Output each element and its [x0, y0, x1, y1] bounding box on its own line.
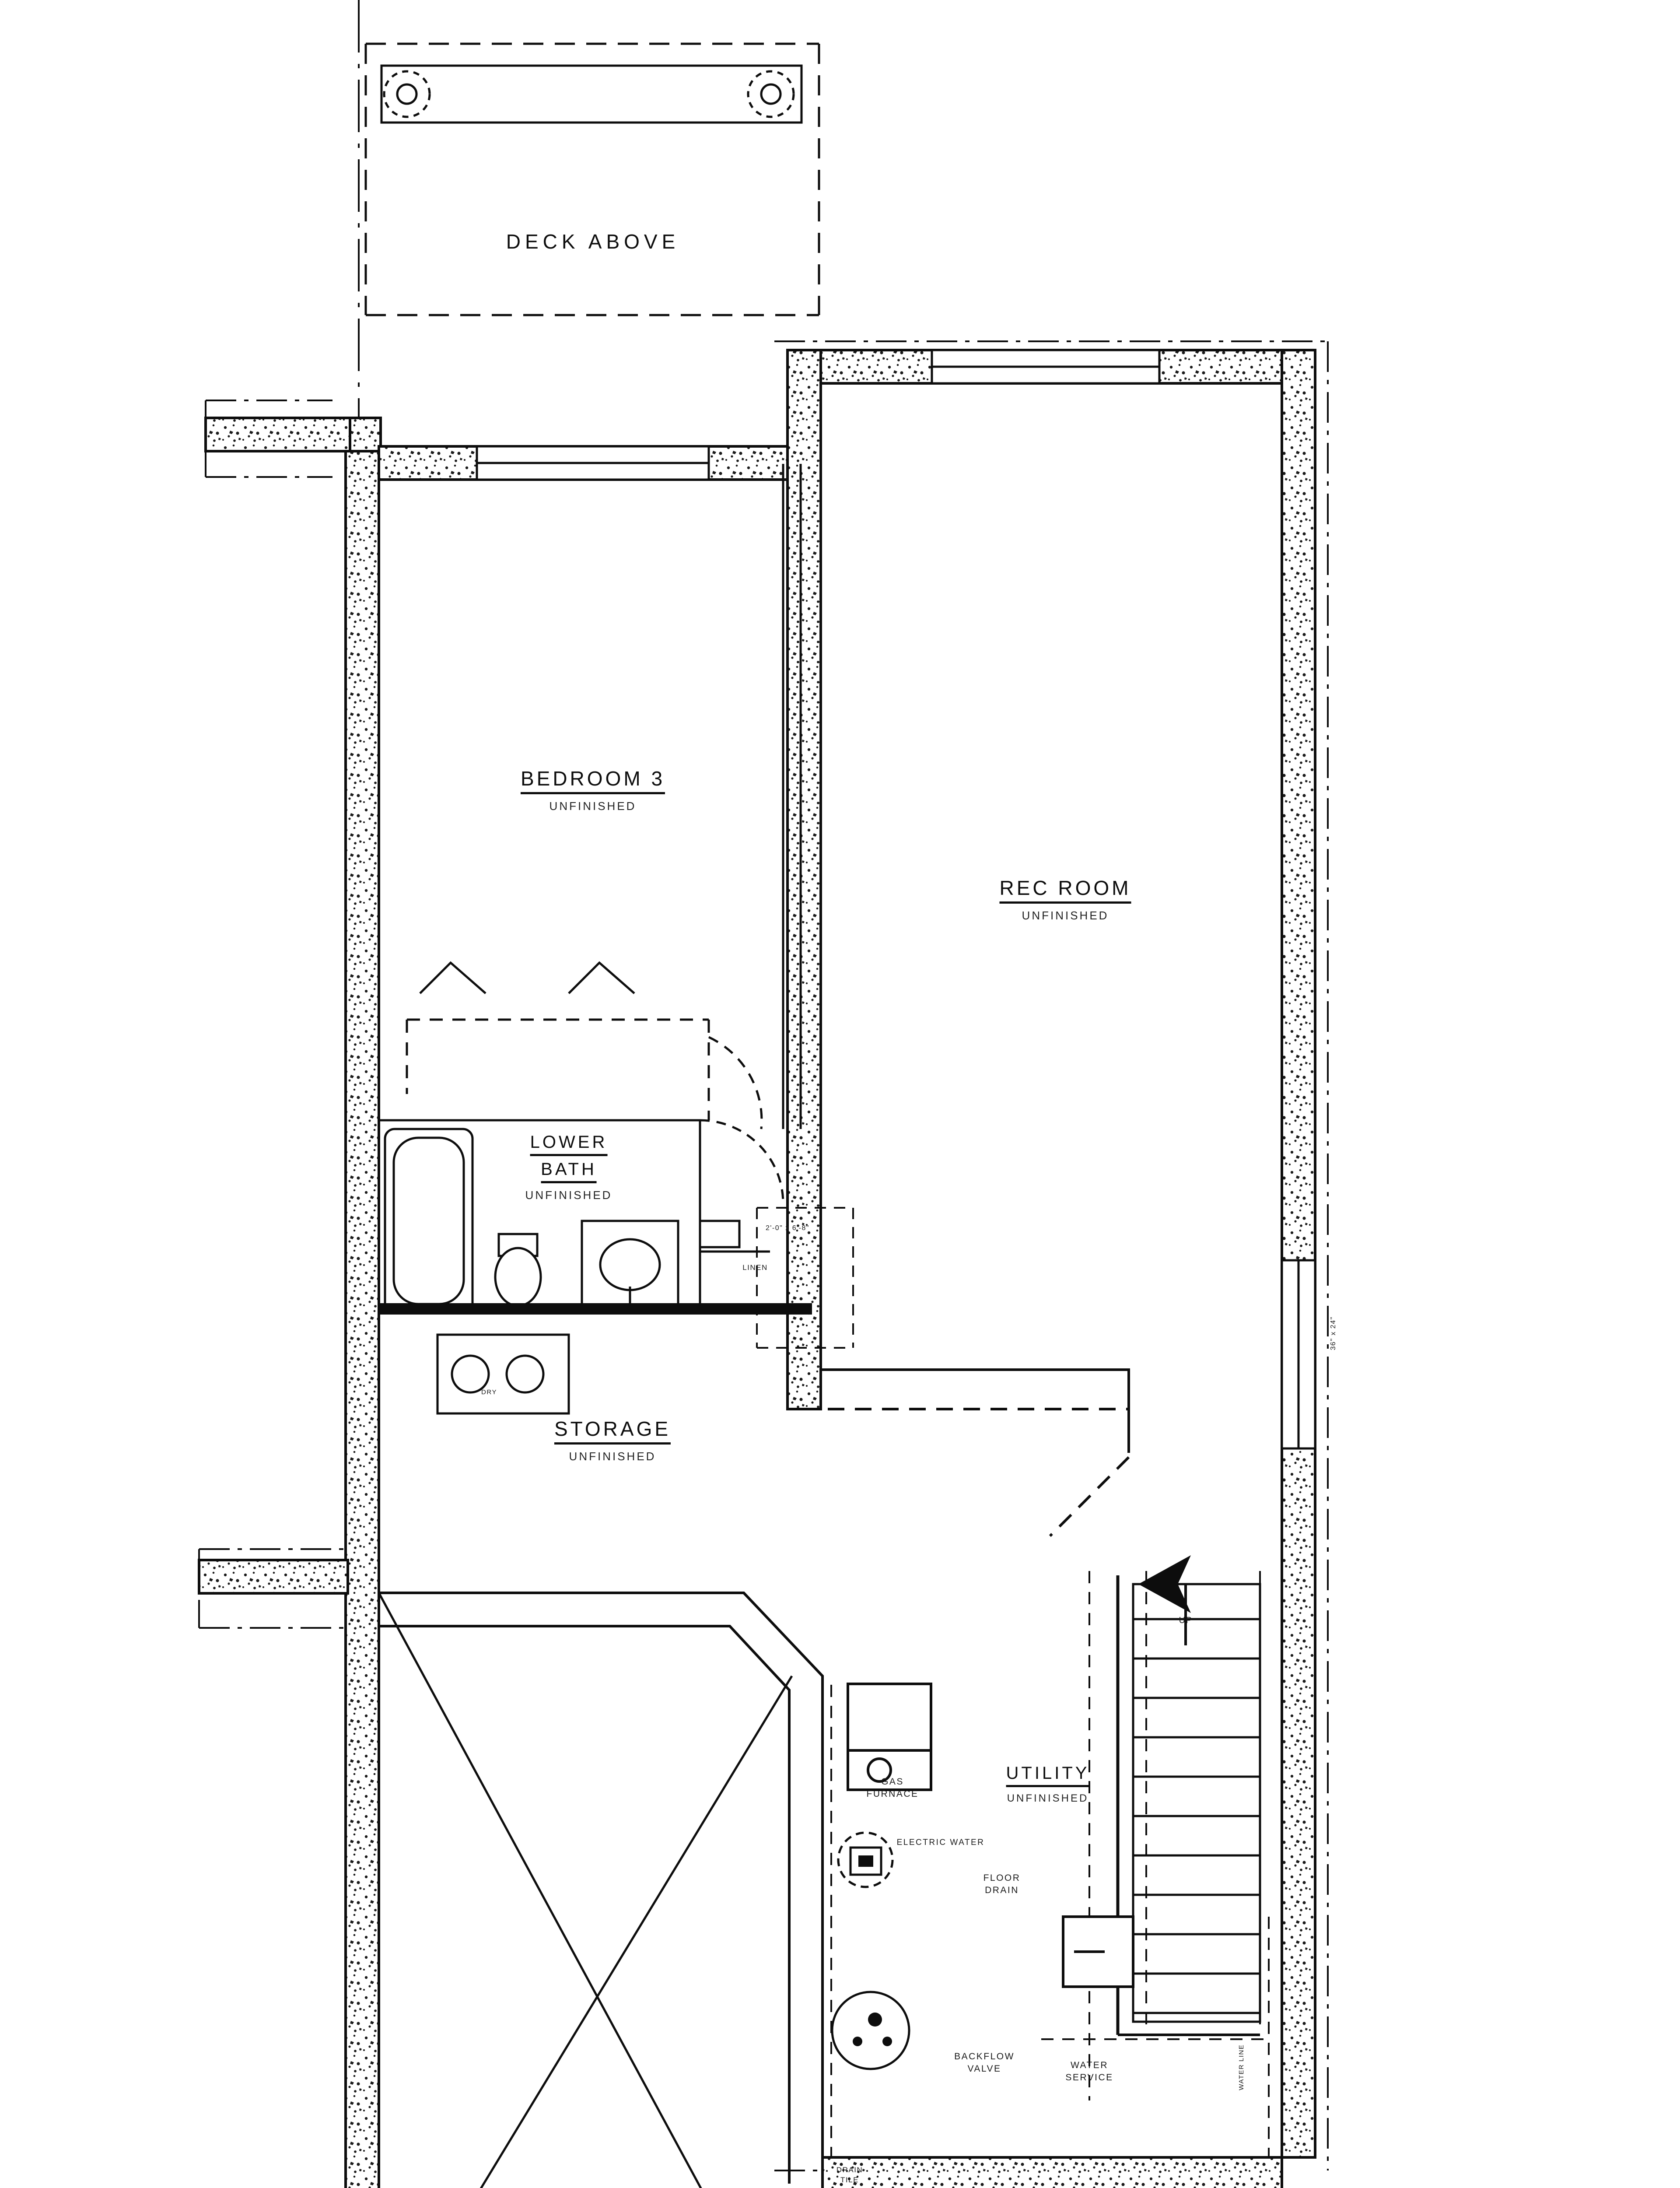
- crawl-slab-cross: [378, 1592, 793, 2188]
- laundry-tub: [1062, 1915, 1134, 1988]
- equipment-label-dryer: DRY: [481, 1389, 497, 1396]
- footing-pad-west-mid: [198, 1559, 349, 1595]
- room-label-deck-above: DECK ABOVE: [506, 230, 680, 253]
- linen-closet: [700, 1220, 770, 1253]
- interior-wall-rec-west: [786, 349, 822, 1410]
- room-label-storage: STORAGE UNFINISHED: [554, 1417, 671, 1463]
- room-label-bedroom3: BEDROOM 3 UNFINISHED: [520, 767, 665, 813]
- equipment-label-gas-furnace: GAS FURNACE: [866, 1777, 919, 1799]
- room-label-lower-bath: LOWER BATH UNFINISHED: [525, 1133, 612, 1202]
- backflow-valve: [831, 1991, 910, 2070]
- vanity-sink: [581, 1220, 679, 1314]
- equipment-label-floor-drain: FLOOR DRAIN: [983, 1873, 1021, 1896]
- equipment-label-backflow-valve: BACKFLOW VALVE: [954, 2051, 1015, 2074]
- rec-room-south-jog: [821, 1368, 1130, 1453]
- gas-furnace: [847, 1683, 932, 1791]
- closet-dashed-lines: [406, 1018, 710, 1120]
- water-heater: [837, 1831, 894, 1888]
- toilet: [494, 1233, 542, 1307]
- deck-post-left: [383, 70, 431, 118]
- footing-pad-northwest: [204, 417, 351, 452]
- utility-dashed-soffit: [830, 1685, 1270, 2157]
- laundry-appliances: [436, 1333, 570, 1415]
- stair-direction-label: UP: [1179, 1616, 1193, 1625]
- stair-dashed-guides: [1088, 1571, 1261, 2100]
- rec-room-stud-wall: [782, 464, 802, 1129]
- equipment-label-water-heater: ELECTRIC WATER: [896, 1838, 985, 1847]
- door-swing-bath: [700, 1119, 784, 1204]
- exterior-wall-left: [344, 417, 380, 2188]
- linen-door-dashed: [756, 1207, 854, 1349]
- note-water-line: WATER LINE: [1237, 2044, 1245, 2090]
- note-door-dimension: 2'-0" x 6'-8": [765, 1224, 810, 1232]
- window-rec-north: [931, 349, 1161, 385]
- closet-hanging-rod: [419, 961, 635, 994]
- exterior-wall-southwest-angle: [379, 1592, 824, 2184]
- deck-beam: [380, 64, 803, 124]
- window-bedroom-north: [476, 445, 710, 481]
- bath-partition-wall: [379, 1119, 701, 1308]
- bathtub: [384, 1128, 474, 1314]
- rec-room-jog-dashed: [801, 1408, 1130, 1537]
- window-rec-east: [1281, 1259, 1316, 1450]
- room-label-utility: UTILITY UNFINISHED: [1006, 1764, 1090, 1804]
- equipment-label-linen-closet: LINEN: [742, 1263, 768, 1272]
- deck-above-outline: [364, 42, 820, 316]
- bath-south-wall: [379, 1303, 812, 1315]
- rec-room-inner-line: [819, 382, 1282, 1120]
- utility-room-walls: [821, 2156, 1283, 2188]
- deck-post-right: [747, 70, 795, 118]
- exterior-wall-right: [1281, 349, 1316, 2159]
- room-label-rec-room: REC ROOM UNFINISHED: [999, 877, 1131, 922]
- door-swing-closet: [708, 1036, 763, 1129]
- equipment-label-water-service: WATER SERVICE: [1065, 2060, 1113, 2083]
- note-window-dimension: 36" x 24": [1330, 1316, 1337, 1350]
- staircase: [1116, 1575, 1261, 2035]
- equipment-label-drain-tile: DRAIN TILE: [836, 2166, 863, 2184]
